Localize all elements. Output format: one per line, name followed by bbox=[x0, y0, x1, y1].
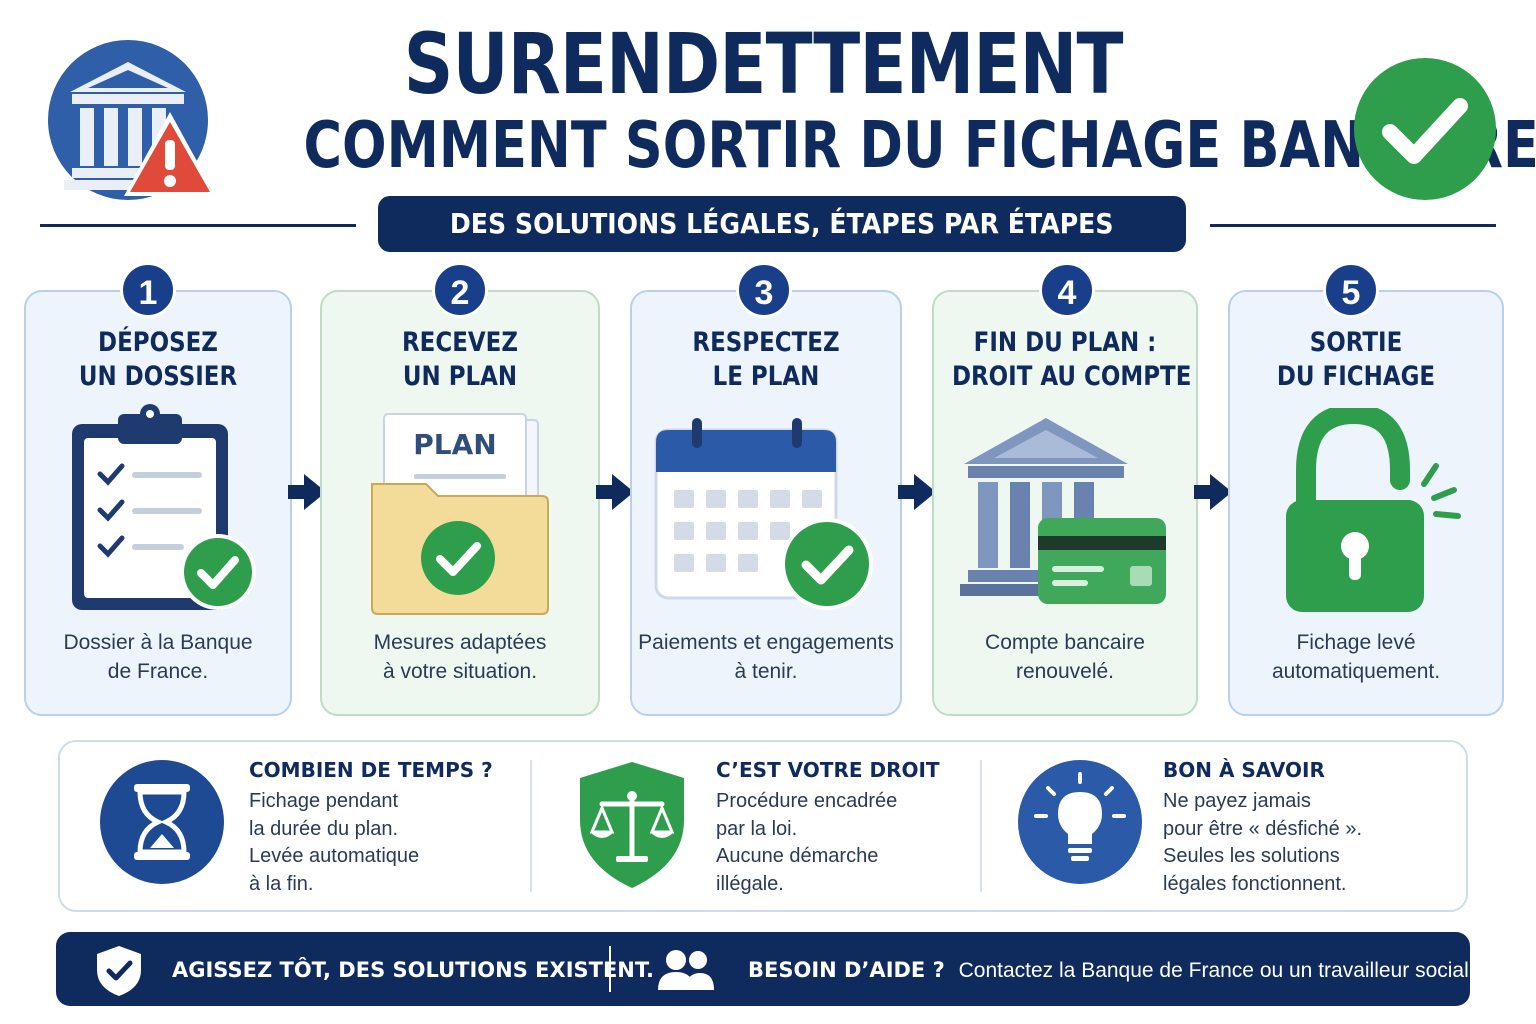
arrow-right-icon bbox=[594, 470, 638, 514]
step-number-4: 4 bbox=[1039, 262, 1095, 318]
calendar-check-icon bbox=[652, 416, 876, 612]
bank-card-icon bbox=[958, 408, 1170, 608]
header-rule-right bbox=[1210, 224, 1496, 227]
people-icon bbox=[656, 948, 716, 992]
page-title: SURENDETTEMENT bbox=[403, 15, 1124, 113]
folder-plan-icon bbox=[366, 412, 552, 618]
info-panel bbox=[58, 740, 1468, 912]
info-title-duration: COMBIEN DE TEMPS ? bbox=[249, 758, 493, 782]
info-title-right: C’EST VOTRE DROIT bbox=[716, 758, 940, 782]
subtitle-banner: DES SOLUTIONS LÉGALES, ÉTAPES PAR ÉTAPES bbox=[378, 196, 1186, 252]
shield-scales-icon bbox=[576, 760, 688, 890]
footer-help: BESOIN D’AIDE ? Contactez la Banque de F… bbox=[748, 956, 1475, 985]
header-rule-left bbox=[40, 224, 356, 227]
footer-help-label: BESOIN D’AIDE ? bbox=[748, 958, 945, 982]
shield-check-icon bbox=[94, 944, 144, 998]
step-number-1: 1 bbox=[120, 262, 176, 318]
step-title-4: FIN DU PLAN :DROIT AU COMPTE bbox=[951, 327, 1192, 392]
lightbulb-icon bbox=[1018, 760, 1142, 884]
info-divider bbox=[530, 760, 532, 892]
footer-bar bbox=[56, 932, 1470, 1006]
hourglass-icon bbox=[100, 760, 224, 884]
info-title-tip: BON À SAVOIR bbox=[1163, 758, 1325, 782]
bank-warning-icon bbox=[48, 40, 218, 200]
page-subtitle: COMMENT SORTIR DU FICHAGE BANCAIRE ? bbox=[303, 109, 1536, 183]
footer-help-text: Contactez la Banque de France ou un trav… bbox=[958, 959, 1475, 982]
step-card-4 bbox=[932, 290, 1198, 716]
footer-divider bbox=[609, 946, 611, 992]
step-number-3: 3 bbox=[736, 262, 792, 318]
plan-label: PLAN bbox=[413, 428, 497, 461]
clipboard-check-icon bbox=[66, 402, 260, 616]
arrow-right-icon bbox=[896, 470, 940, 514]
step-number-5: 5 bbox=[1323, 262, 1379, 318]
check-circle-icon bbox=[1354, 58, 1496, 200]
arrow-right-icon bbox=[1192, 470, 1236, 514]
arrow-right-icon bbox=[286, 470, 330, 514]
footer-left-text: AGISSEZ TÔT, DES SOLUTIONS EXISTENT. bbox=[172, 958, 654, 982]
info-divider bbox=[980, 760, 982, 892]
step-number-2: 2 bbox=[432, 262, 488, 318]
unlocked-padlock-icon bbox=[1282, 403, 1472, 616]
